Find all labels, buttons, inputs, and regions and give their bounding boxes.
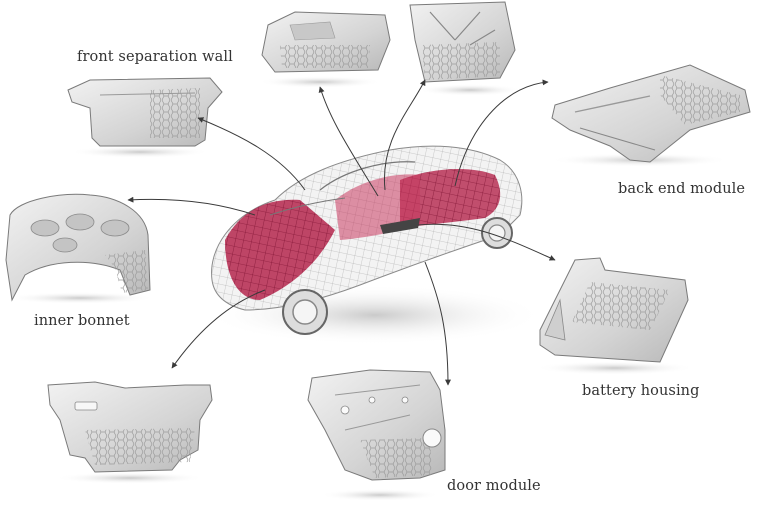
front-separation-wall-part (67, 77, 223, 158)
label-front-separation-wall: front separation wall (77, 49, 233, 65)
arrow-upper-panel (318, 86, 379, 197)
arrow-battery-housing (417, 223, 556, 261)
battery-housing-part (535, 257, 695, 375)
arrow-front-separation-wall (197, 117, 306, 191)
underbody-shield-part (47, 381, 213, 484)
label-door-module: door module (447, 478, 541, 494)
label-back-end-module: back end module (618, 181, 746, 197)
arrow-inner-bonnet (127, 196, 256, 216)
arrow-back-end-module (454, 79, 549, 187)
back-end-module-part (550, 64, 751, 167)
door-module-part (307, 369, 446, 501)
label-inner-bonnet: inner bonnet (34, 313, 130, 329)
tunnel-panel-part (409, 1, 522, 96)
arrow-tunnel-panel (383, 79, 426, 191)
arrows (127, 79, 556, 386)
arrow-underbody-shield (171, 289, 266, 369)
label-battery-housing: battery housing (582, 383, 700, 399)
upper-panel-part (258, 11, 391, 88)
car-wireframe (205, 145, 545, 345)
arrow-door-module (424, 261, 451, 386)
inner-bonnet-part (5, 193, 155, 304)
